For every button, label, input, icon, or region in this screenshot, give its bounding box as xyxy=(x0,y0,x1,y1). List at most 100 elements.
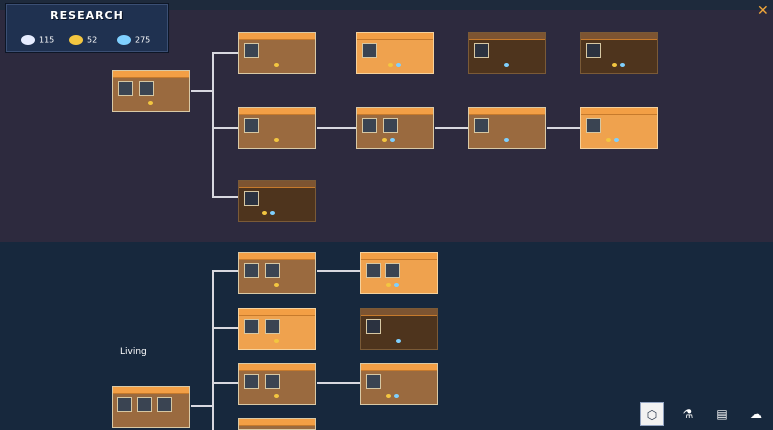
research-node[interactable] xyxy=(238,363,316,405)
item-icon xyxy=(157,397,172,412)
research-node[interactable] xyxy=(356,107,434,149)
research-node[interactable] xyxy=(238,308,316,350)
item-icon xyxy=(265,374,280,389)
item-icon xyxy=(366,319,381,334)
research-node[interactable] xyxy=(580,107,658,149)
node-header xyxy=(239,364,315,371)
item-icon xyxy=(383,118,398,133)
node-cost xyxy=(273,339,279,345)
node-cost xyxy=(503,63,509,69)
item-icon xyxy=(139,81,154,96)
connector xyxy=(212,270,238,272)
node-cost xyxy=(273,63,279,69)
item-icon xyxy=(118,81,133,96)
node-cost xyxy=(387,63,401,69)
node-cost xyxy=(273,394,279,400)
node-header xyxy=(113,71,189,78)
research-node[interactable] xyxy=(468,107,546,149)
node-header xyxy=(581,33,657,40)
connector xyxy=(317,127,357,129)
section-label: Living xyxy=(120,347,147,357)
research-node[interactable] xyxy=(360,363,438,405)
item-icon xyxy=(244,374,259,389)
connector xyxy=(212,127,238,129)
research-node[interactable] xyxy=(580,32,658,74)
panel-title: RESEARCH xyxy=(50,9,124,22)
gem-icon xyxy=(117,35,131,45)
node-header xyxy=(113,387,189,394)
research-tree-button[interactable]: ⬡ xyxy=(640,402,664,426)
item-icon xyxy=(117,397,132,412)
node-cost xyxy=(385,283,399,289)
document-icon: ▤ xyxy=(716,407,728,421)
node-cost xyxy=(385,394,399,400)
node-header xyxy=(357,33,433,40)
connector xyxy=(317,382,361,384)
node-cost xyxy=(147,101,153,107)
research-node[interactable] xyxy=(360,252,438,294)
resource-gold: 52 xyxy=(69,35,97,45)
connector xyxy=(212,52,214,197)
item-icon xyxy=(474,118,489,133)
node-cost xyxy=(605,138,619,144)
top-strip xyxy=(0,0,773,10)
research-node[interactable] xyxy=(238,252,316,294)
connector xyxy=(212,52,238,54)
node-header xyxy=(239,181,315,188)
research-node[interactable] xyxy=(360,308,438,350)
item-icon xyxy=(244,319,259,334)
node-cost xyxy=(503,138,509,144)
connector xyxy=(547,127,581,129)
flask-icon: ⚗ xyxy=(682,407,694,421)
cloud-icon: ☁ xyxy=(750,407,762,421)
research-node[interactable] xyxy=(238,180,316,222)
resource-wings: 115 xyxy=(21,35,54,45)
potion-button[interactable]: ⚗ xyxy=(676,402,700,426)
connector xyxy=(212,196,238,198)
node-header xyxy=(581,108,657,115)
documents-button[interactable]: ▤ xyxy=(710,402,734,426)
item-icon xyxy=(362,43,377,58)
node-header xyxy=(239,253,315,260)
node-header xyxy=(361,309,437,316)
node-header xyxy=(361,253,437,260)
connector xyxy=(191,405,213,407)
node-cost xyxy=(261,211,275,217)
research-node[interactable] xyxy=(112,386,190,428)
item-icon xyxy=(362,118,377,133)
connector xyxy=(212,327,238,329)
research-node[interactable] xyxy=(468,32,546,74)
connector xyxy=(317,270,361,272)
cloud-button[interactable]: ☁ xyxy=(744,402,768,426)
node-header xyxy=(357,108,433,115)
node-header xyxy=(469,33,545,40)
node-header xyxy=(361,364,437,371)
item-icon xyxy=(244,263,259,278)
research-node[interactable] xyxy=(112,70,190,112)
resource-gem: 275 xyxy=(117,35,150,45)
connector xyxy=(212,382,238,384)
node-header xyxy=(239,419,315,426)
item-icon xyxy=(366,263,381,278)
node-header xyxy=(239,33,315,40)
connector xyxy=(212,270,214,430)
item-icon xyxy=(244,191,259,206)
item-icon xyxy=(586,43,601,58)
wings-icon xyxy=(21,35,35,45)
connector xyxy=(191,90,213,92)
hex-grid-icon: ⬡ xyxy=(646,408,658,422)
research-node[interactable] xyxy=(238,107,316,149)
node-header xyxy=(239,108,315,115)
node-cost xyxy=(611,63,625,69)
close-icon[interactable]: ✕ xyxy=(757,3,769,19)
research-panel: RESEARCH 115 52 275 xyxy=(6,4,168,52)
item-icon xyxy=(265,319,280,334)
node-cost xyxy=(381,138,395,144)
node-header xyxy=(469,108,545,115)
node-cost xyxy=(273,138,279,144)
research-node[interactable] xyxy=(238,418,316,430)
gold-wings-icon xyxy=(69,35,83,45)
item-icon xyxy=(385,263,400,278)
research-node[interactable] xyxy=(356,32,434,74)
research-node[interactable] xyxy=(238,32,316,74)
